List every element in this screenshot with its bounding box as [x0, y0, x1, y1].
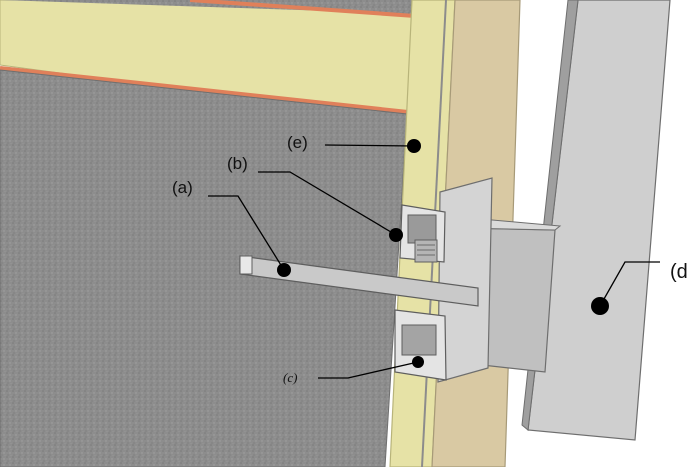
anchor-pin-end	[239, 255, 253, 275]
leader-c	[318, 361, 419, 379]
joint-line-upper	[189, 0, 416, 18]
lower-clamp-slot	[401, 324, 437, 356]
leader-d	[599, 261, 660, 307]
leader-e	[324, 144, 415, 147]
label-e: (e)	[287, 133, 308, 152]
stone-cladding-panel	[0, 69, 408, 468]
label-a: (a)	[172, 178, 193, 197]
leader-a	[208, 195, 285, 271]
joint-line-lower	[0, 66, 409, 114]
label-c: (c)	[283, 370, 297, 385]
upper-clamp-slot	[407, 214, 437, 244]
leader-b	[258, 171, 397, 236]
label-b: (b)	[227, 154, 248, 173]
threaded-rod	[414, 239, 438, 263]
label-d: (d	[670, 261, 688, 283]
